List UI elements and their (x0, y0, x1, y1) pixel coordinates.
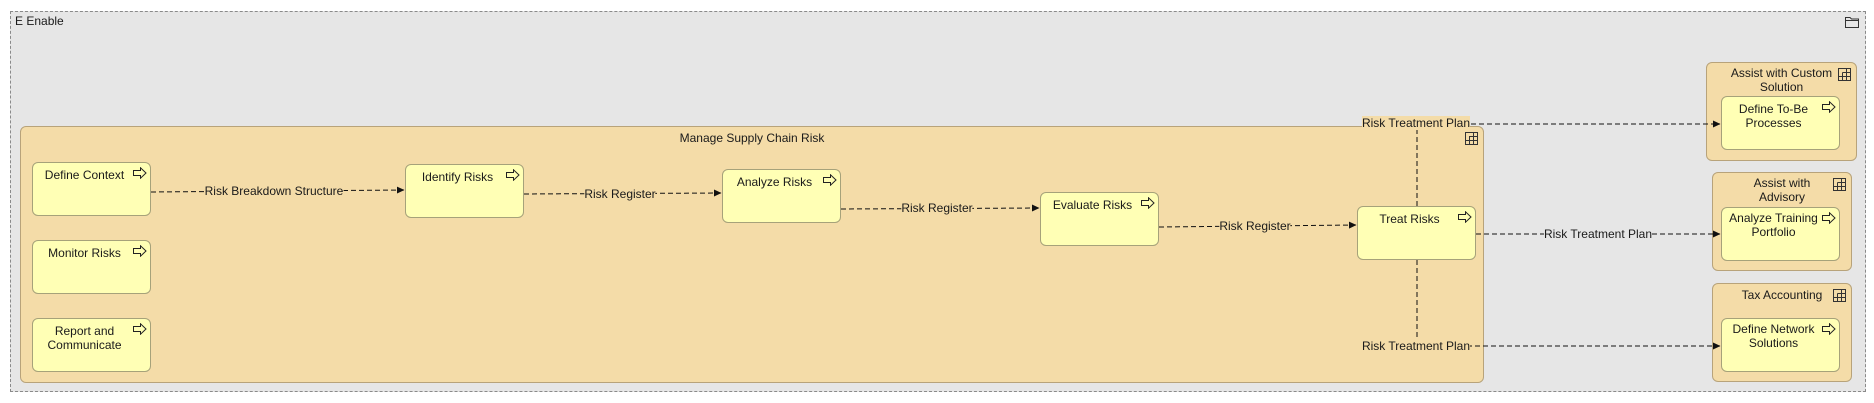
task-label: Analyze Risks (736, 175, 813, 189)
task-label: Monitor Risks (48, 246, 121, 260)
flow-label-treatment-mid: Risk Treatment Plan (1543, 227, 1653, 241)
aggregate-icon[interactable] (1833, 289, 1846, 302)
container-title: Tax Accounting (1741, 288, 1823, 302)
task-treat-risks[interactable]: Treat Risks (1357, 206, 1476, 260)
edge-treatment-bottom (1416, 260, 1721, 350)
arrow-right-icon (1458, 211, 1472, 223)
task-label: Evaluate Risks (1052, 198, 1133, 212)
arrow-right-icon (133, 167, 147, 179)
arrow-right-icon (1822, 212, 1836, 224)
arrow-right-icon (133, 245, 147, 257)
flow-label-treatment-bottom: Risk Treatment Plan (1361, 339, 1471, 353)
container-title: Assist with Advisory (1753, 176, 1811, 204)
task-define-network-solutions[interactable]: Define Network Solutions (1721, 318, 1840, 372)
task-label: Define Network Solutions (1732, 322, 1815, 350)
task-analyze-training-portfolio[interactable]: Analyze Training Portfolio (1721, 207, 1840, 261)
task-label: Define Context (44, 168, 125, 182)
task-label: Analyze Training Portfolio (1729, 211, 1818, 239)
flow-label-risk-register-1: Risk Register (584, 187, 656, 201)
flow-label-risk-register-2: Risk Register (901, 201, 973, 215)
manage-supply-chain-risk-container[interactable]: Manage Supply Chain Risk (20, 126, 1484, 383)
flow-label-treatment-top: Risk Treatment Plan (1361, 116, 1471, 130)
task-identify-risks[interactable]: Identify Risks (405, 164, 524, 218)
folder-icon[interactable] (1845, 16, 1859, 28)
task-label: Treat Risks (1379, 212, 1440, 226)
group-title: E Enable (15, 14, 64, 28)
task-label: Identify Risks (421, 170, 494, 184)
flow-label-risk-register-3: Risk Register (1219, 219, 1291, 233)
container-title: Manage Supply Chain Risk (679, 131, 825, 145)
edge-risk-breakdown (150, 186, 405, 194)
arrow-right-icon (133, 323, 147, 335)
task-analyze-risks[interactable]: Analyze Risks (722, 169, 841, 223)
edge-treatment-top (1416, 120, 1721, 206)
arrow-right-icon (1822, 323, 1836, 335)
arrow-right-icon (506, 169, 520, 181)
arrow-right-icon (823, 174, 837, 186)
task-evaluate-risks[interactable]: Evaluate Risks (1040, 192, 1159, 246)
task-define-context[interactable]: Define Context (32, 162, 151, 216)
task-monitor-risks[interactable]: Monitor Risks (32, 240, 151, 294)
container-title: Assist with Custom Solution (1730, 66, 1833, 94)
task-define-to-be-processes[interactable]: Define To-Be Processes (1721, 96, 1840, 150)
aggregate-icon[interactable] (1465, 132, 1478, 145)
task-label: Report and Communicate (47, 324, 122, 352)
task-label: Define To-Be Processes (1738, 102, 1809, 130)
arrow-right-icon (1822, 101, 1836, 113)
aggregate-icon[interactable] (1838, 68, 1851, 81)
flow-label-risk-breakdown: Risk Breakdown Structure (204, 184, 344, 198)
arrow-right-icon (1141, 197, 1155, 209)
aggregate-icon[interactable] (1833, 178, 1846, 191)
task-report-communicate[interactable]: Report and Communicate (32, 318, 151, 372)
